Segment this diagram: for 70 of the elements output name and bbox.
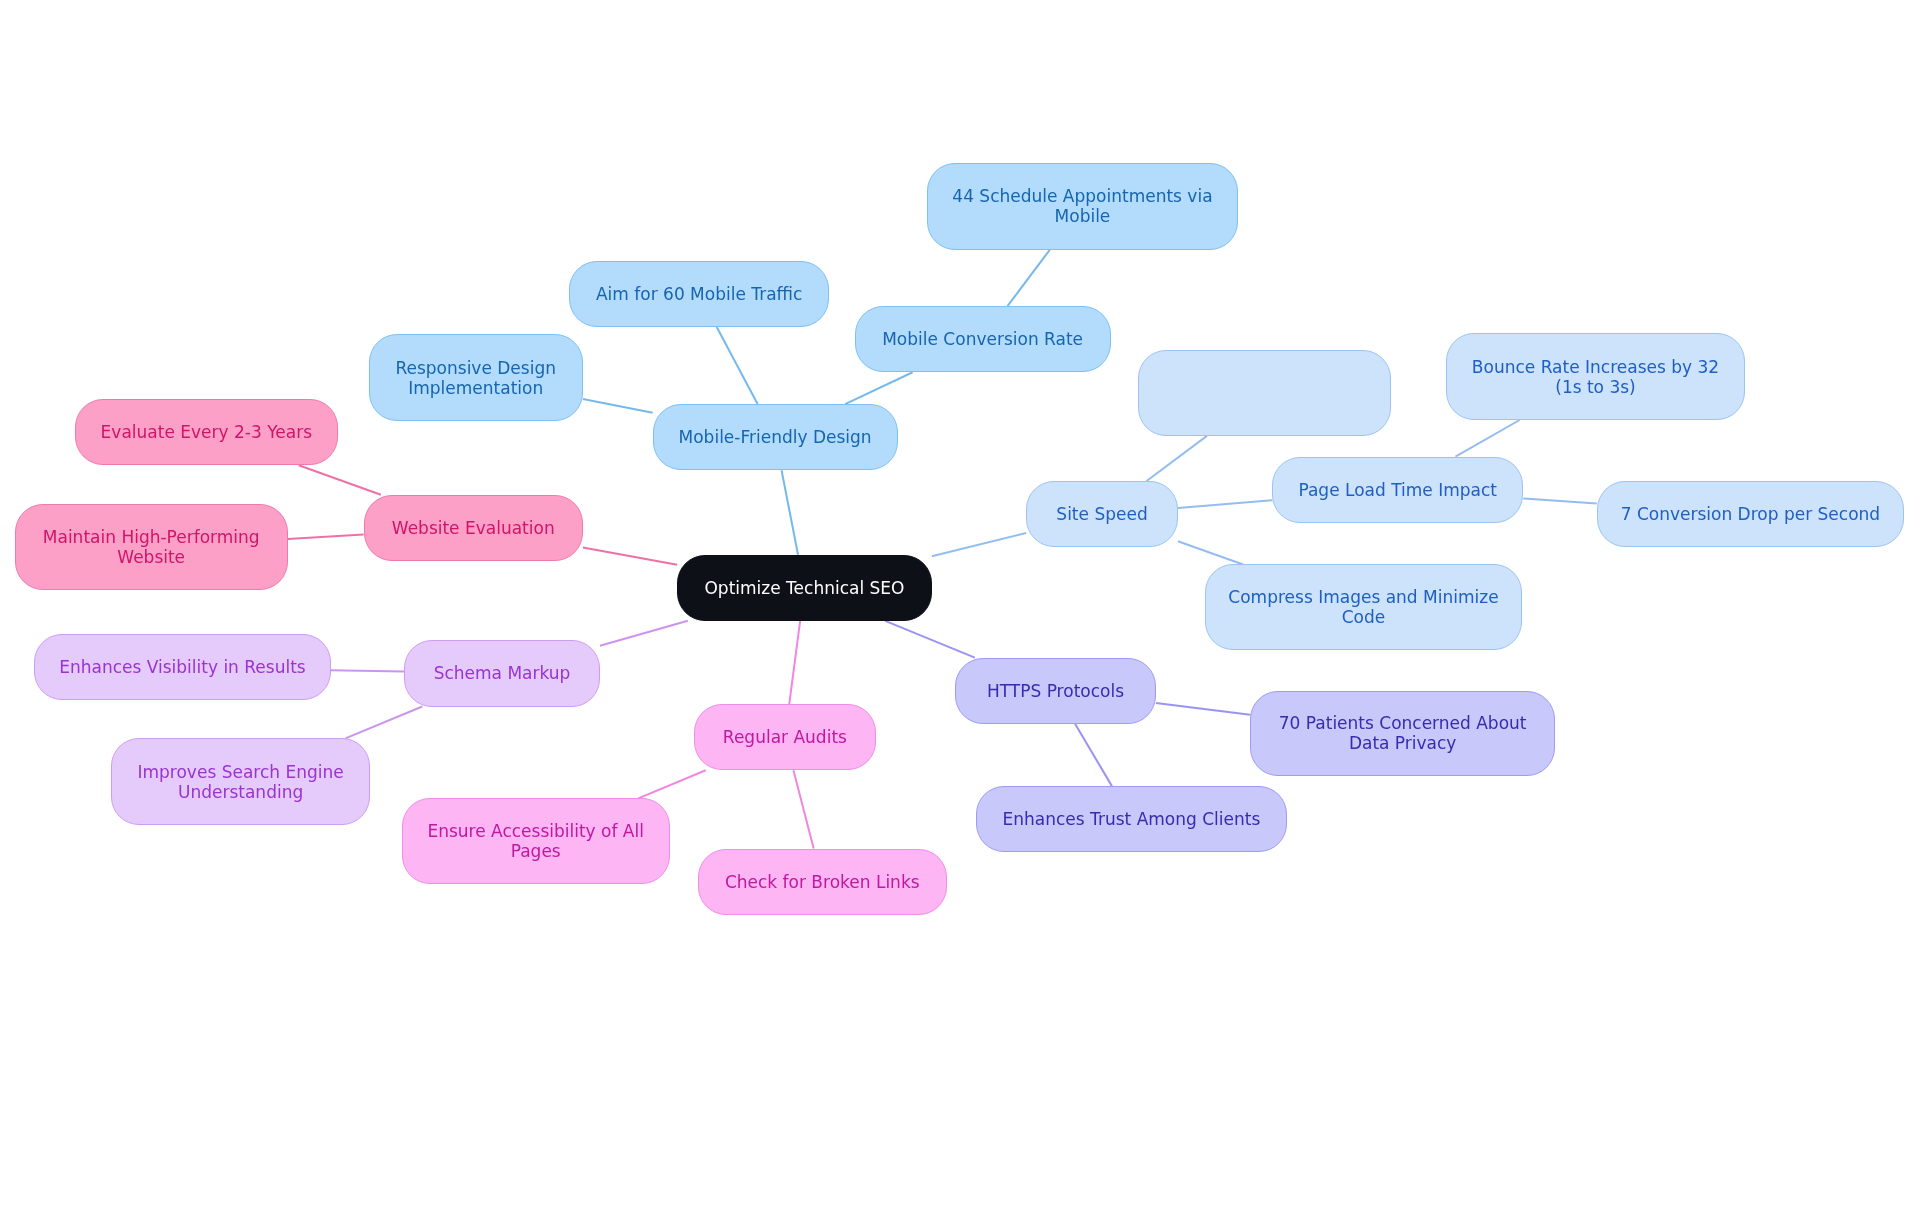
connector-line xyxy=(1454,419,1521,458)
connector-line xyxy=(581,546,679,566)
topic-box xyxy=(652,404,898,471)
topic-box xyxy=(74,399,338,466)
topic-box xyxy=(1446,333,1745,420)
node-text: Schema Markup xyxy=(433,663,571,684)
topic-box xyxy=(955,657,1156,724)
node-text: Responsive Design Implementation xyxy=(394,357,557,398)
connector-line xyxy=(637,769,707,800)
connector-line xyxy=(844,371,914,406)
topic-box xyxy=(368,334,583,422)
node-text: Compress Images and Minimize Code xyxy=(1227,587,1500,628)
node-text: 70 Patients Concerned About Data Privacy xyxy=(1277,713,1528,754)
connector-line xyxy=(1145,434,1208,483)
node-text: Enhances Trust Among Clients xyxy=(1002,809,1261,830)
topic-box xyxy=(1272,456,1524,523)
connector-line xyxy=(1176,540,1245,566)
connector-line xyxy=(1154,702,1252,716)
connector-line xyxy=(1074,722,1113,788)
connector-line xyxy=(930,532,1028,558)
node-text: HTTPS Protocols xyxy=(986,680,1125,701)
connector-line xyxy=(599,619,689,647)
node-text: Page Load Time Impact xyxy=(1298,479,1497,500)
topic-box xyxy=(111,738,370,826)
topic-box xyxy=(1596,481,1905,548)
topic-box xyxy=(1137,350,1391,436)
connector-line xyxy=(344,705,424,740)
topic-box xyxy=(1026,481,1178,548)
topic-box xyxy=(401,798,670,885)
topic-box xyxy=(14,504,288,591)
node-text: Optimize Technical SEO xyxy=(704,577,905,598)
topic-box xyxy=(975,786,1287,853)
topic-box xyxy=(363,494,583,561)
node-text: Mobile Conversion Rate xyxy=(882,329,1084,350)
connector-line xyxy=(1176,499,1274,509)
topic-box xyxy=(1250,690,1556,777)
node-text: Site Speed xyxy=(1056,504,1148,525)
topic-box xyxy=(404,640,600,707)
connector-line xyxy=(1522,497,1598,505)
connector-line xyxy=(286,533,365,541)
connector-line xyxy=(297,464,382,496)
topic-box xyxy=(34,634,331,701)
node-text: Mobile-Friendly Design xyxy=(678,427,872,448)
connector-line xyxy=(884,619,976,659)
connector-line xyxy=(788,619,802,706)
topic-box xyxy=(694,704,876,771)
connector-line xyxy=(792,769,815,850)
node-text: Ensure Accessibility of All Pages xyxy=(426,821,645,862)
topic-box xyxy=(569,260,829,327)
node-text: Website Evaluation xyxy=(391,517,555,538)
connector-line xyxy=(715,325,759,406)
node-text: 44 Schedule Appointments via Mobile xyxy=(951,186,1214,227)
node-text: Evaluate Every 2-3 Years xyxy=(100,422,312,443)
node-text: Aim for 60 Mobile Traffic xyxy=(595,283,803,304)
connector-line xyxy=(581,398,654,414)
topic-box xyxy=(1204,564,1523,651)
node-text: 7 Conversion Drop per Second xyxy=(1620,504,1881,525)
node-text: Bounce Rate Increases by 32 (1s to 3s) xyxy=(1470,356,1721,397)
central-topic-box xyxy=(677,554,932,621)
topic-box xyxy=(697,848,947,915)
node-text: Check for Broken Links xyxy=(724,871,920,892)
connector-line xyxy=(329,669,406,673)
connector-line xyxy=(1006,248,1051,308)
topic-box xyxy=(854,306,1111,373)
node-text: Enhances Visibility in Results xyxy=(59,657,306,678)
node-text: Regular Audits xyxy=(722,727,847,748)
topic-box xyxy=(926,162,1238,250)
connector-line xyxy=(780,469,800,556)
node-text: Improves Search Engine Understanding xyxy=(136,761,345,802)
node-text: Maintain High-Performing Website xyxy=(41,527,261,568)
